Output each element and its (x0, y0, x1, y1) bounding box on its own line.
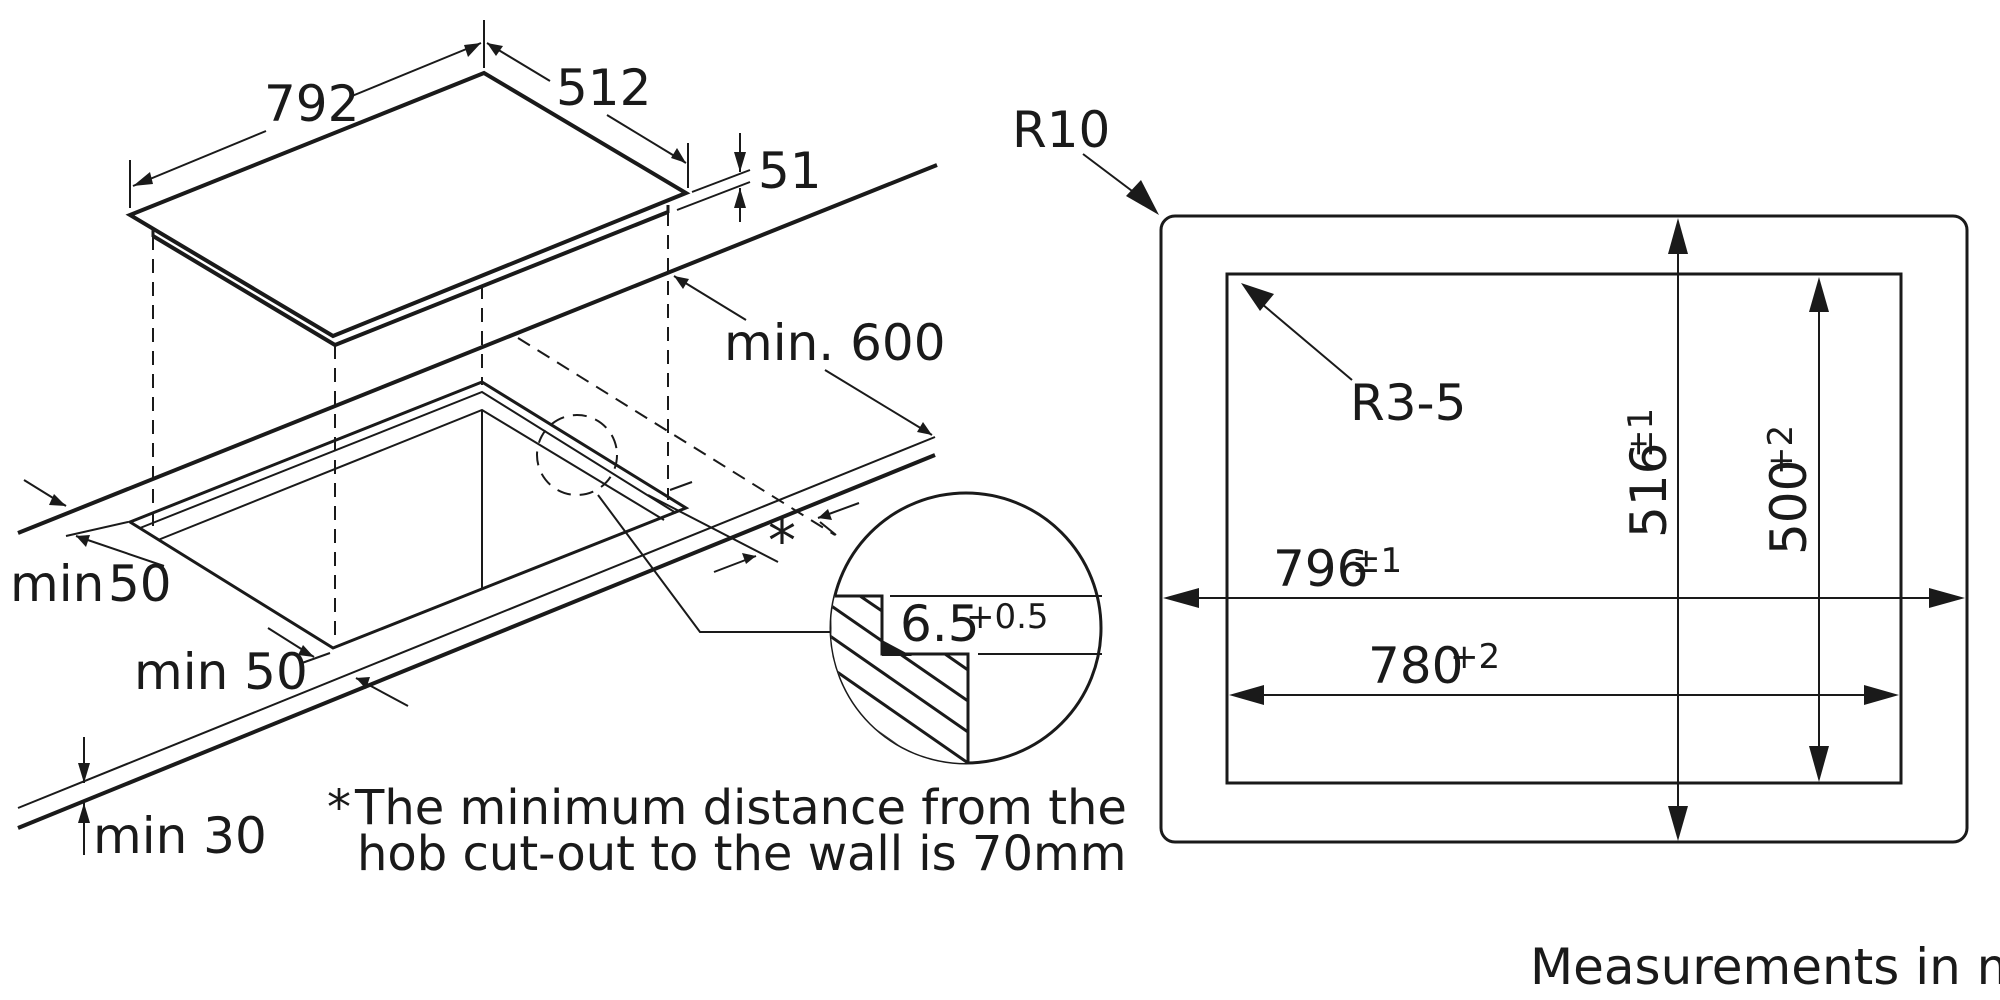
min-50-left-value: 50 (108, 555, 172, 613)
worktop-back-edge (17, 163, 938, 535)
hob-top-outline (125, 70, 691, 339)
r10-label: R10 (1012, 101, 1110, 159)
footnote-line-2: hob cut-out to the wall is 70mm (357, 826, 1127, 882)
detail-tolerance: +0.5 (966, 597, 1049, 637)
dim-780-tolerance: +2 (1450, 637, 1500, 677)
plan-view (1082, 153, 1969, 844)
cutout-inner (157, 408, 665, 541)
worktop-front-bottom (17, 453, 936, 830)
worktop-outline (1159, 214, 1969, 844)
dim-500-group: 500 +2 (1760, 425, 1818, 555)
detail-marker (536, 414, 618, 496)
dim-796-tolerance: ±1 (1352, 541, 1402, 581)
cutout-outline (126, 380, 690, 650)
cutout-inner (139, 390, 677, 529)
worktop-front-top (17, 436, 936, 809)
footnote-star: * (327, 780, 351, 836)
dim-516-label: 516 (1620, 443, 1678, 538)
dim-500-label: 500 (1760, 460, 1818, 555)
dim-516-group: 516 ±1 (1620, 408, 1678, 538)
dim-796-label: 796 (1273, 540, 1368, 598)
wall-distance-line (517, 337, 836, 536)
hob-isometric (17, 70, 938, 830)
dim-51-label: 51 (758, 142, 822, 200)
cutout-rect (1225, 272, 1903, 785)
detail-6-5-label: 6.5 (900, 595, 980, 653)
footnote-line-1: The minimum distance from the (354, 780, 1127, 836)
min-50-left-label: min (10, 555, 104, 613)
dim-780-label: 780 (1368, 637, 1463, 695)
iso-dimensions (23, 20, 933, 855)
dim-792-label: 792 (264, 75, 359, 133)
dim-512-label: 512 (556, 59, 651, 117)
min-50-front-label: min 50 (134, 643, 308, 701)
min-30-label: min 30 (93, 807, 267, 865)
wall-asterisk: * (768, 509, 796, 574)
r3-5-label: R3-5 (1350, 374, 1466, 432)
detail-leader (597, 494, 832, 633)
measurements-note: Measurements in mm (1530, 938, 2000, 996)
min-600-label: min. 600 (724, 314, 946, 372)
dim-500-tolerance: +2 (1761, 425, 1801, 475)
dim-516-tolerance: ±1 (1621, 408, 1661, 458)
